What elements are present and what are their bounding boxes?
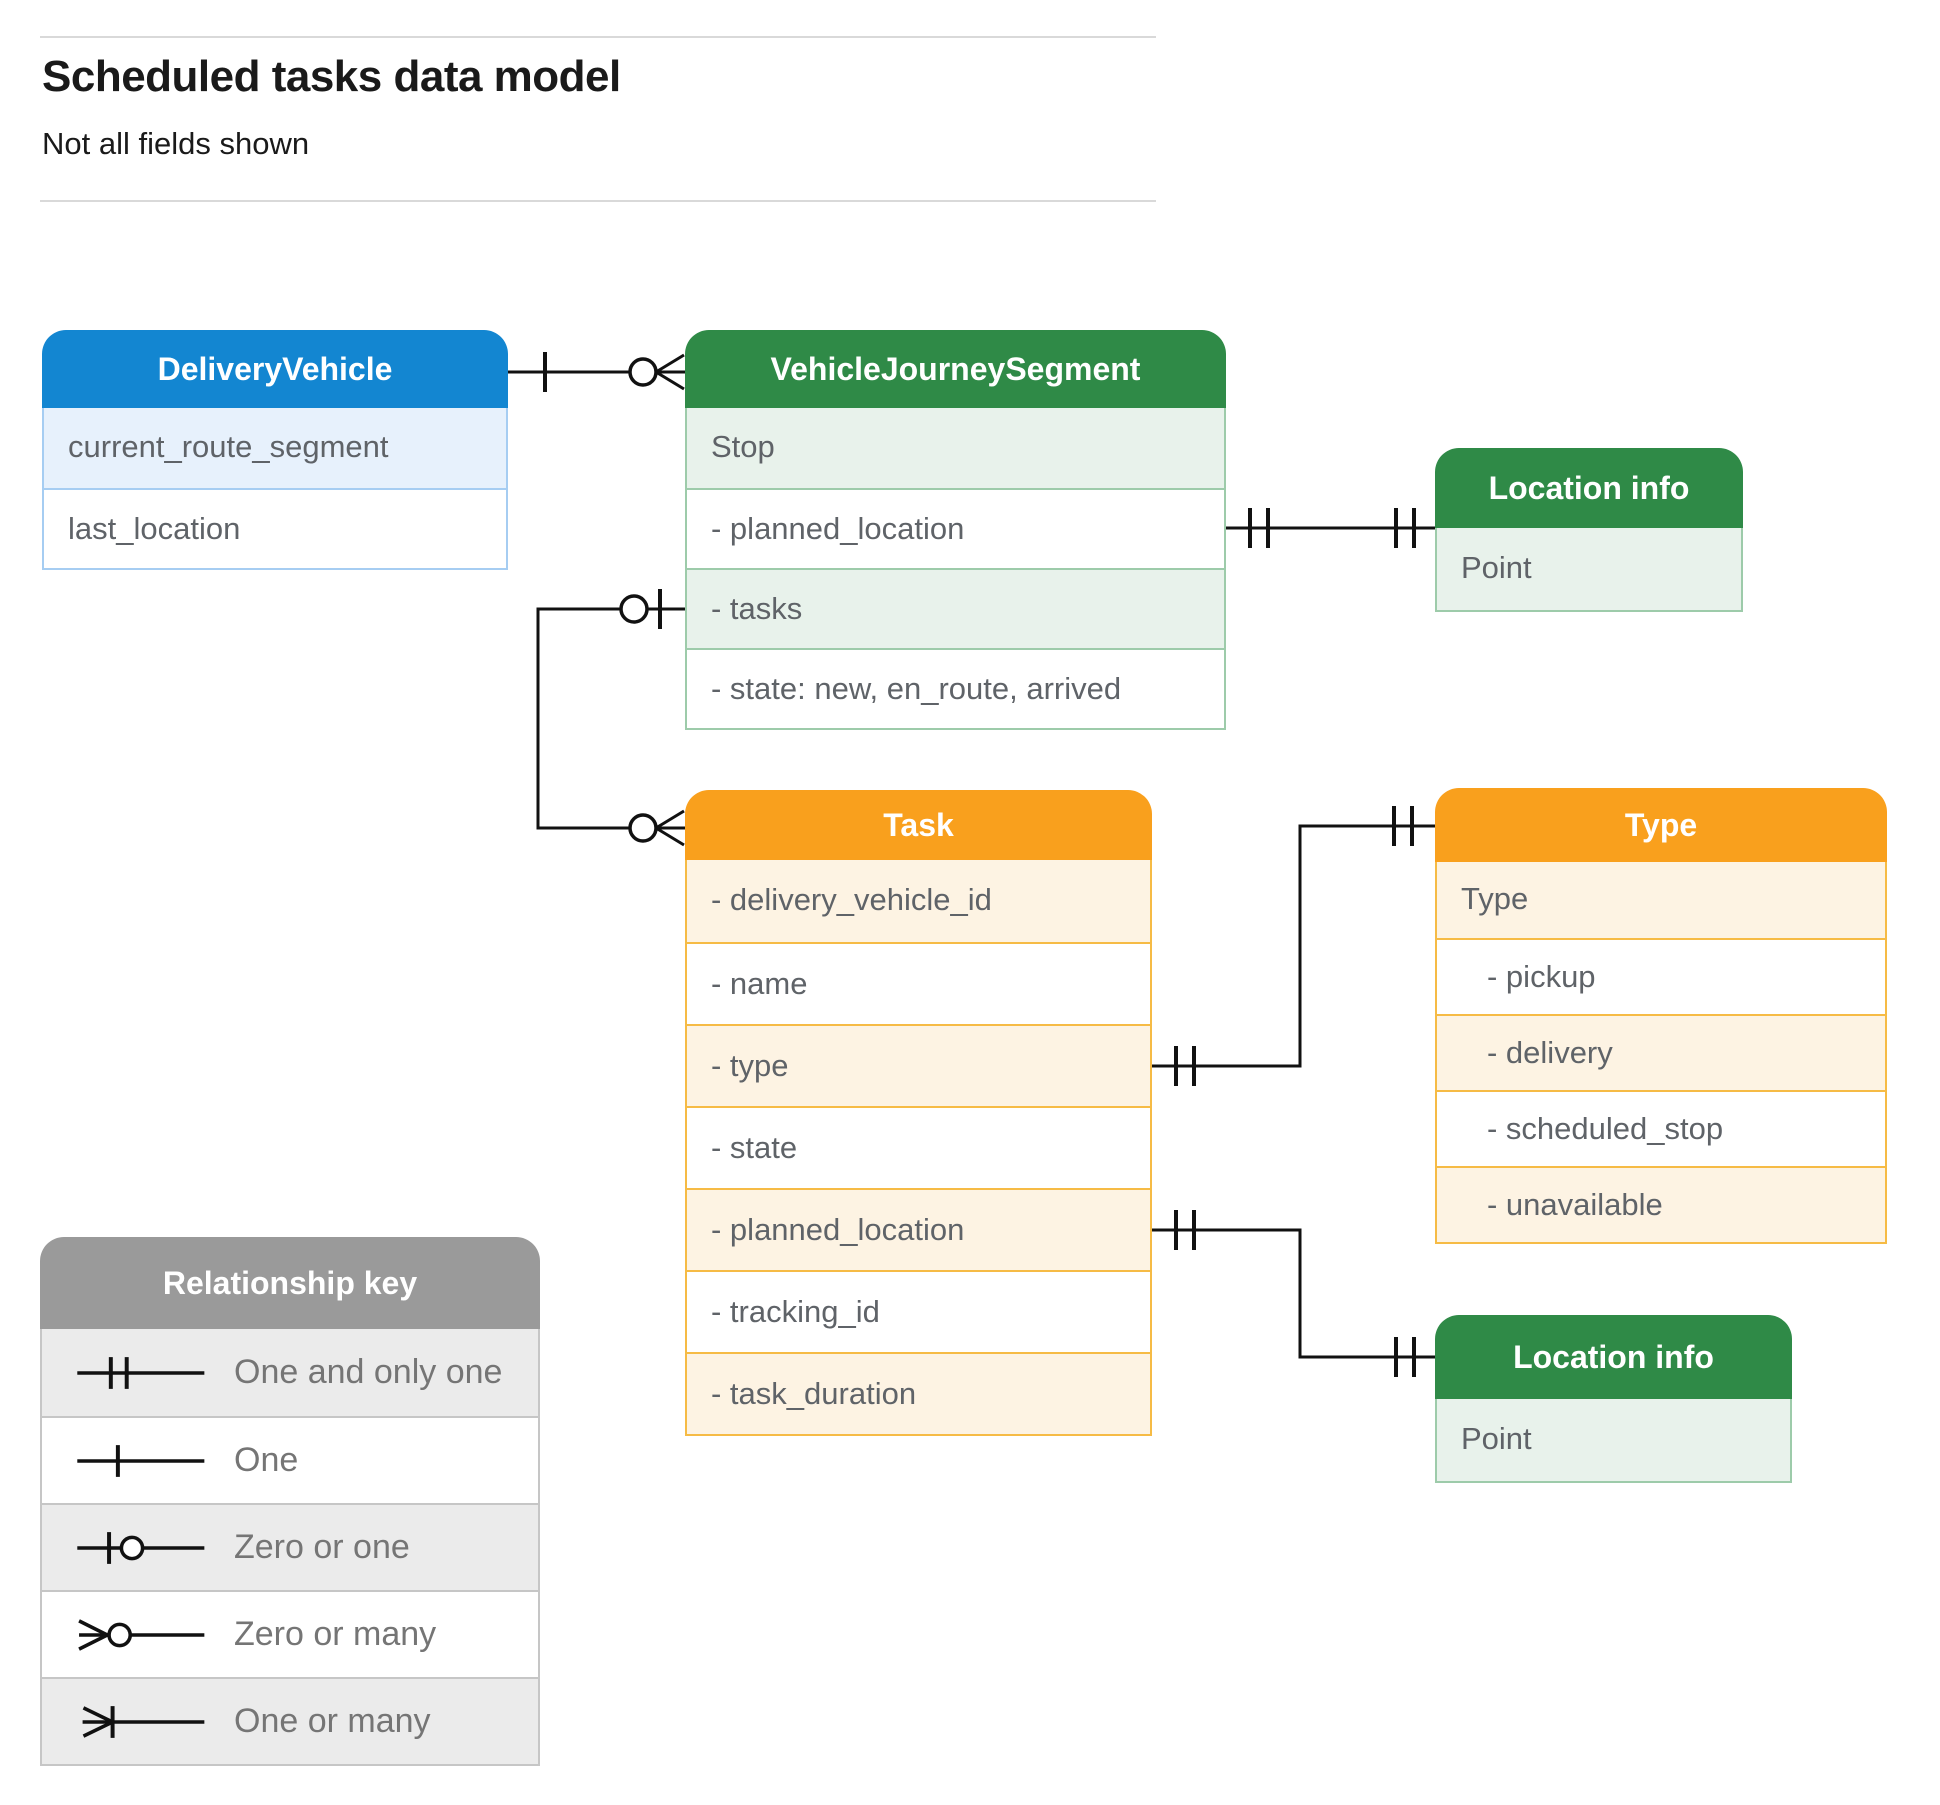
legend-body: One and only one One Zero or one Zero or… [40, 1329, 540, 1766]
many-crowfoot-icon [655, 809, 685, 847]
field-row: - tasks [687, 568, 1224, 648]
entity-delivery-vehicle: DeliveryVehicle current_route_segment la… [42, 330, 508, 570]
legend-label: Zero or one [234, 1528, 410, 1566]
legend-label: Zero or many [234, 1615, 437, 1653]
legend-item: One [42, 1416, 538, 1503]
field-row: - planned_location [687, 1188, 1150, 1270]
entity-body: current_route_segment last_location [42, 408, 508, 570]
entity-body: - delivery_vehicle_id - name - type - st… [685, 860, 1152, 1436]
field-row: - scheduled_stop [1437, 1090, 1885, 1166]
field-row: current_route_segment [44, 408, 506, 488]
field-row: - pickup [1437, 938, 1885, 1014]
entity-location-info-top: Location info Point [1435, 448, 1743, 612]
zero-or-many-icon [78, 1618, 205, 1651]
entity-title: VehicleJourneySegment [685, 330, 1226, 408]
field-row: - unavailable [1437, 1166, 1885, 1242]
field-row: last_location [44, 488, 506, 568]
entity-body: Point [1435, 1399, 1792, 1483]
entity-location-info-bottom: Location info Point [1435, 1315, 1792, 1483]
entity-title: Task [685, 790, 1152, 860]
one-icon [77, 1444, 205, 1477]
field-row: - delivery_vehicle_id [687, 860, 1150, 942]
legend-title: Relationship key [40, 1237, 540, 1329]
one-or-many-icon [82, 1705, 205, 1738]
entity-vehicle-journey-segment: VehicleJourneySegment Stop - planned_loc… [685, 330, 1226, 730]
legend-label: One and only one [234, 1353, 503, 1391]
field-row: Type [1437, 862, 1885, 938]
legend-label: One [234, 1441, 299, 1479]
zero-circle-icon [628, 813, 658, 843]
bottom-divider [40, 200, 1156, 202]
page-subtitle: Not all fields shown [42, 126, 310, 161]
entity-body: Type - pickup - delivery - scheduled_sto… [1435, 862, 1887, 1244]
connector-plannedlocation-to-locationinfo-bottom [1152, 1210, 1435, 1377]
field-row: - planned_location [687, 488, 1224, 568]
field-row: - type [687, 1024, 1150, 1106]
field-row: - state [687, 1106, 1150, 1188]
legend-item: Zero or many [42, 1590, 538, 1677]
legend-item: One and only one [42, 1329, 538, 1416]
entity-title: Type [1435, 788, 1887, 862]
entity-title: DeliveryVehicle [42, 330, 508, 408]
zero-or-one-icon [77, 1531, 205, 1564]
entity-title: Location info [1435, 1315, 1792, 1399]
entity-title: Location info [1435, 448, 1743, 528]
field-row: - name [687, 942, 1150, 1024]
field-row: - task_duration [687, 1352, 1150, 1434]
many-crowfoot-icon [655, 353, 685, 391]
connector-tasks-to-task [536, 589, 685, 847]
top-divider [40, 36, 1156, 38]
field-row: Point [1437, 1399, 1790, 1481]
field-row: Stop [687, 408, 1224, 488]
zero-circle-icon [628, 357, 658, 387]
legend-item: One or many [42, 1677, 538, 1764]
connector-plannedlocation-to-locationinfo-top [1226, 508, 1435, 548]
field-row: - state: new, en_route, arrived [687, 648, 1224, 728]
legend-label: One or many [234, 1702, 431, 1740]
entity-body: Point [1435, 528, 1743, 612]
field-row: - tracking_id [687, 1270, 1150, 1352]
entity-type: Type Type - pickup - delivery - schedule… [1435, 788, 1887, 1244]
field-row: Point [1437, 528, 1741, 610]
field-row: - delivery [1437, 1014, 1885, 1090]
zero-circle-icon [619, 594, 649, 624]
page-title: Scheduled tasks data model [42, 52, 621, 101]
relationship-key: Relationship key One and only one One Ze… [40, 1237, 540, 1766]
legend-item: Zero or one [42, 1503, 538, 1590]
connector-deliveryvehicle-to-vehiclejourneysegment [508, 352, 685, 392]
entity-body: Stop - planned_location - tasks - state:… [685, 408, 1226, 730]
connector-tasktype-to-type [1152, 806, 1435, 1086]
entity-task: Task - delivery_vehicle_id - name - type… [685, 790, 1152, 1436]
one-and-only-one-icon [77, 1356, 205, 1389]
